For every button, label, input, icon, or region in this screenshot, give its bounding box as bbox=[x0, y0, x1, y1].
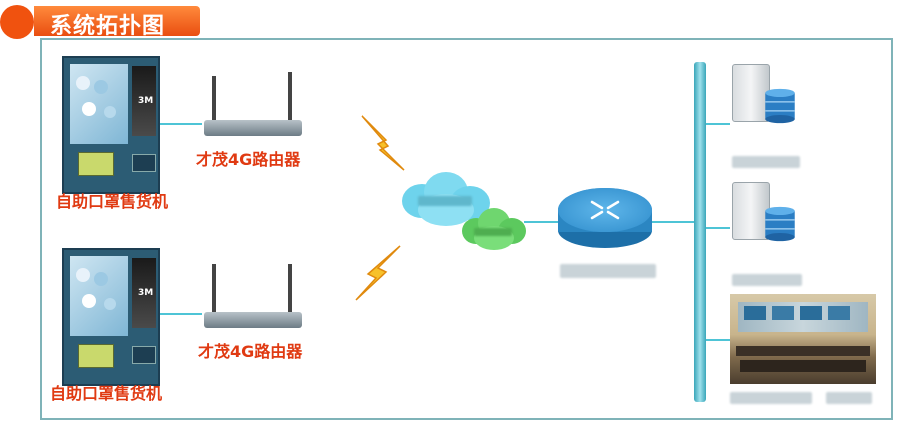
server-database-icon bbox=[730, 64, 806, 142]
router-icon bbox=[200, 70, 310, 136]
lightning-icon bbox=[355, 245, 401, 301]
router-label-1: 才茂4G路由器 bbox=[196, 150, 301, 169]
page-title: 系统拓扑图 bbox=[50, 14, 166, 39]
vending-machine-label-2: 自助口罩售货机 bbox=[50, 384, 163, 403]
header-dot bbox=[0, 5, 34, 39]
server-database-icon bbox=[730, 182, 806, 260]
router-label-2: 才茂4G路由器 bbox=[198, 342, 303, 361]
network-backbone bbox=[694, 62, 706, 402]
monitoring-room-label-b bbox=[826, 392, 872, 404]
diagram-frame bbox=[40, 38, 893, 420]
vending-machine-icon: 3M bbox=[62, 56, 160, 194]
core-router-icon bbox=[558, 182, 652, 254]
lightning-icon bbox=[361, 115, 405, 171]
cloud-icon bbox=[460, 206, 528, 254]
server-label-2 bbox=[732, 274, 802, 286]
monitoring-room-label-a bbox=[730, 392, 812, 404]
core-router-label bbox=[560, 264, 656, 278]
server-label-1 bbox=[732, 156, 800, 168]
router-icon bbox=[200, 262, 310, 328]
monitoring-room-photo bbox=[730, 294, 876, 384]
header-bar bbox=[34, 6, 200, 36]
vending-machine-icon: 3M bbox=[62, 248, 160, 386]
vending-machine-label-1: 自助口罩售货机 bbox=[56, 192, 169, 211]
